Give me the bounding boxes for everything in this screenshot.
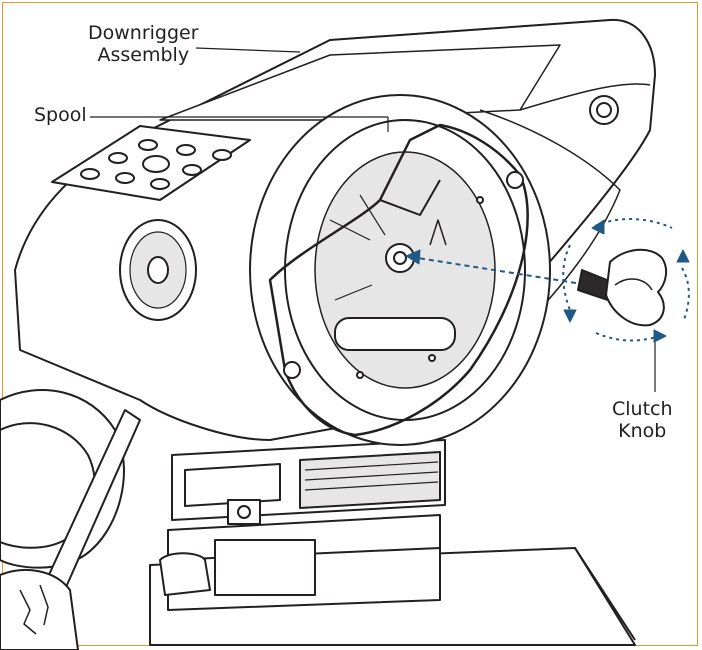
dashed-arrow-icon xyxy=(405,249,577,284)
downrigger-leader-line xyxy=(195,47,301,53)
clutch-knob-label: Clutch Knob xyxy=(612,398,673,442)
spool-guard xyxy=(268,123,529,437)
clutch-knob xyxy=(577,248,668,327)
leader-lines xyxy=(90,47,656,392)
spool xyxy=(249,94,551,446)
spool-label: Spool xyxy=(34,104,87,126)
swivel-base xyxy=(159,439,446,611)
vent-grille xyxy=(119,219,197,321)
downrigger-assembly-label: Downrigger Assembly xyxy=(88,22,199,66)
rail-mount xyxy=(0,389,141,650)
control-panel xyxy=(51,125,251,201)
